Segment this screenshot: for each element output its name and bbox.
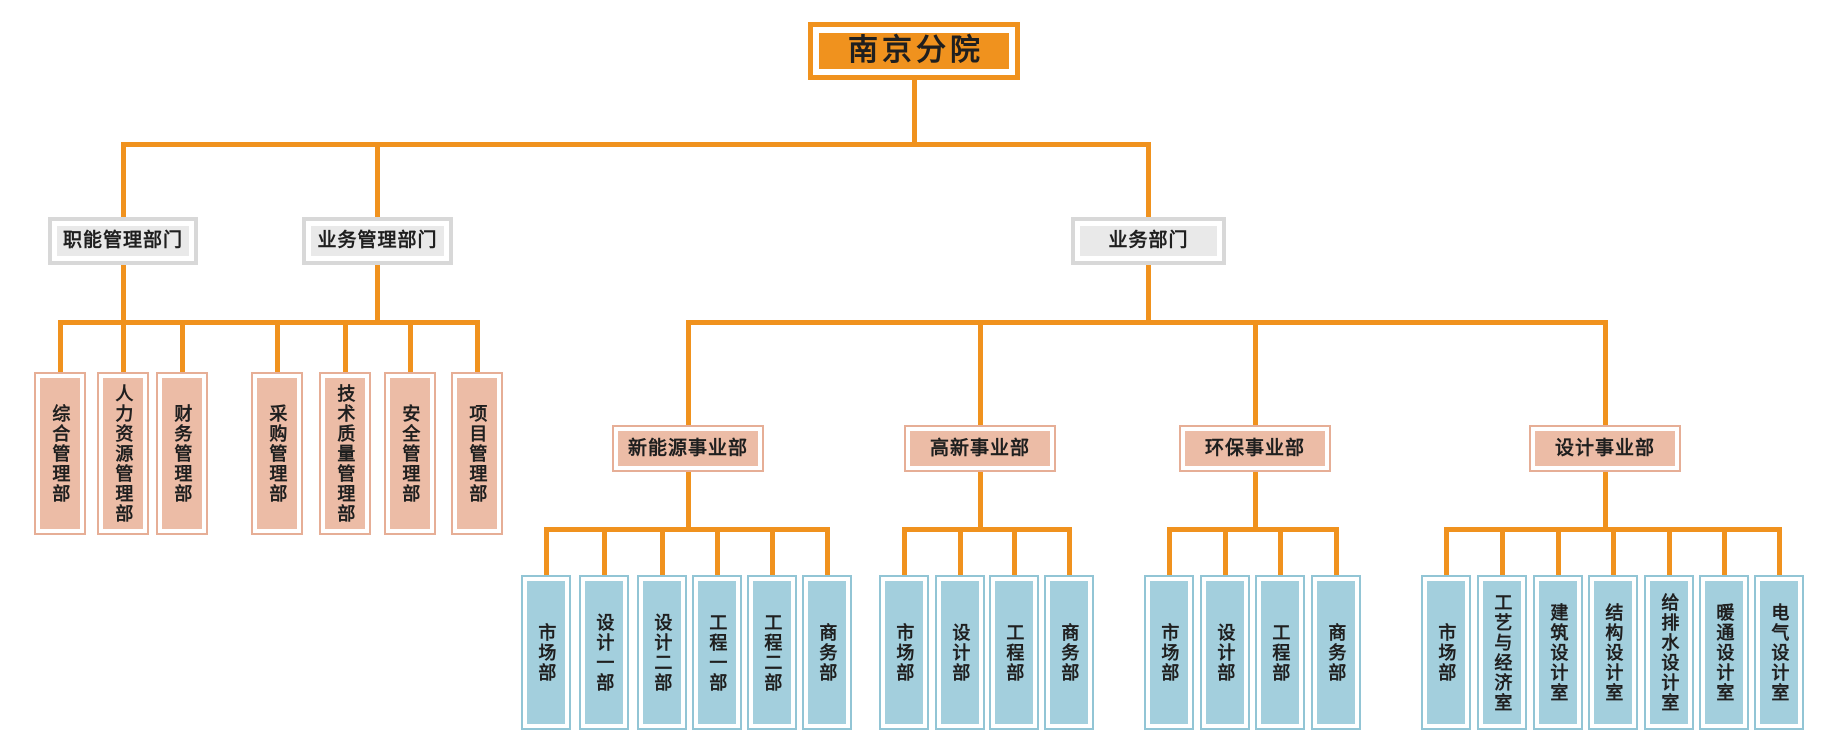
connector-line <box>375 265 380 325</box>
node-ep-market-dept: 市场部 <box>1144 575 1194 730</box>
connector-line <box>660 527 665 575</box>
connector-line <box>1603 472 1608 532</box>
node-design-business-unit: 设计事业部 <box>1529 425 1681 472</box>
node-ne-commerce-dept: 商务部 <box>802 575 852 730</box>
connector-line <box>1556 527 1561 575</box>
connector-line <box>1012 527 1017 575</box>
node-ep-design-dept: 设计部 <box>1200 575 1250 730</box>
connector-line <box>1444 527 1449 575</box>
connector-line <box>121 142 126 217</box>
connector-line <box>275 320 280 372</box>
connector-line <box>602 527 607 575</box>
node-safety-management-dept: 安全管理部 <box>384 372 436 535</box>
node-general-management-dept: 综合管理部 <box>34 372 86 535</box>
connector-line <box>686 472 691 532</box>
connector-line <box>1223 527 1228 575</box>
connector-line <box>1278 527 1283 575</box>
node-ne-engineering-dept-1: 工程一部 <box>692 575 742 730</box>
node-ht-design-dept: 设计部 <box>935 575 985 730</box>
node-ht-commerce-dept: 商务部 <box>1044 575 1094 730</box>
node-ds-hvac-design-office: 暖通设计室 <box>1699 575 1749 730</box>
node-ep-engineering-dept: 工程部 <box>1255 575 1305 730</box>
connector-line <box>902 527 907 575</box>
connector-line <box>912 80 917 147</box>
connector-line <box>1253 320 1258 425</box>
connector-line <box>978 320 983 425</box>
node-hightech-business-unit: 高新事业部 <box>904 425 1056 472</box>
connector-line <box>1500 527 1505 575</box>
node-ht-engineering-dept: 工程部 <box>989 575 1039 730</box>
node-ds-structure-design-office: 结构设计室 <box>1588 575 1638 730</box>
connector-line <box>1603 320 1608 425</box>
node-ne-design-dept-2: 设计二部 <box>637 575 687 730</box>
connector-line <box>978 472 983 532</box>
node-ds-process-economy-office: 工艺与经济室 <box>1477 575 1527 730</box>
connector-line <box>958 527 963 575</box>
connector-line <box>715 527 720 575</box>
node-finance-management-dept: 财务管理部 <box>156 372 208 535</box>
connector-line <box>686 320 1608 325</box>
node-functional-management-departments: 职能管理部门 <box>48 217 198 265</box>
node-ds-market-dept: 市场部 <box>1421 575 1471 730</box>
node-ep-commerce-dept: 商务部 <box>1311 575 1361 730</box>
node-ds-electrical-design-office: 电气设计室 <box>1754 575 1804 730</box>
connector-line <box>1146 142 1151 217</box>
connector-line <box>1777 527 1782 575</box>
connector-line <box>902 527 1072 532</box>
connector-line <box>686 320 691 425</box>
connector-line <box>58 320 63 372</box>
node-hr-management-dept: 人力资源管理部 <box>97 372 149 535</box>
connector-line <box>1334 527 1339 575</box>
connector-line <box>121 320 126 372</box>
connector-line <box>1167 527 1172 575</box>
connector-line <box>1667 527 1672 575</box>
node-project-management-dept: 项目管理部 <box>451 372 503 535</box>
connector-line <box>375 142 380 217</box>
connector-line <box>1253 472 1258 532</box>
connector-line <box>825 527 830 575</box>
node-nanjing-branch: 南京分院 <box>808 22 1020 80</box>
connector-line <box>475 320 480 372</box>
connector-line <box>343 320 348 372</box>
node-ne-engineering-dept-2: 工程二部 <box>747 575 797 730</box>
node-ne-design-dept-1: 设计一部 <box>579 575 629 730</box>
node-ds-architecture-design-office: 建筑设计室 <box>1533 575 1583 730</box>
connector-line <box>1611 527 1616 575</box>
connector-line <box>1067 527 1072 575</box>
connector-line <box>180 320 185 372</box>
node-new-energy-business-unit: 新能源事业部 <box>612 425 764 472</box>
node-ht-market-dept: 市场部 <box>879 575 929 730</box>
connector-line <box>544 527 830 532</box>
connector-line <box>58 320 480 325</box>
node-tech-quality-management-dept: 技术质量管理部 <box>319 372 371 535</box>
connector-line <box>1167 527 1339 532</box>
connector-line <box>1146 265 1151 325</box>
node-business-departments: 业务部门 <box>1071 217 1226 265</box>
connector-line <box>121 142 1151 147</box>
connector-line <box>770 527 775 575</box>
connector-line <box>121 265 126 325</box>
node-procurement-management-dept: 采购管理部 <box>251 372 303 535</box>
node-ne-market-dept: 市场部 <box>521 575 571 730</box>
node-business-management-departments: 业务管理部门 <box>302 217 453 265</box>
connector-line <box>408 320 413 372</box>
node-environmental-business-unit: 环保事业部 <box>1179 425 1331 472</box>
connector-line <box>544 527 549 575</box>
connector-line <box>1722 527 1727 575</box>
node-ds-plumbing-design-office: 给排水设计室 <box>1644 575 1694 730</box>
